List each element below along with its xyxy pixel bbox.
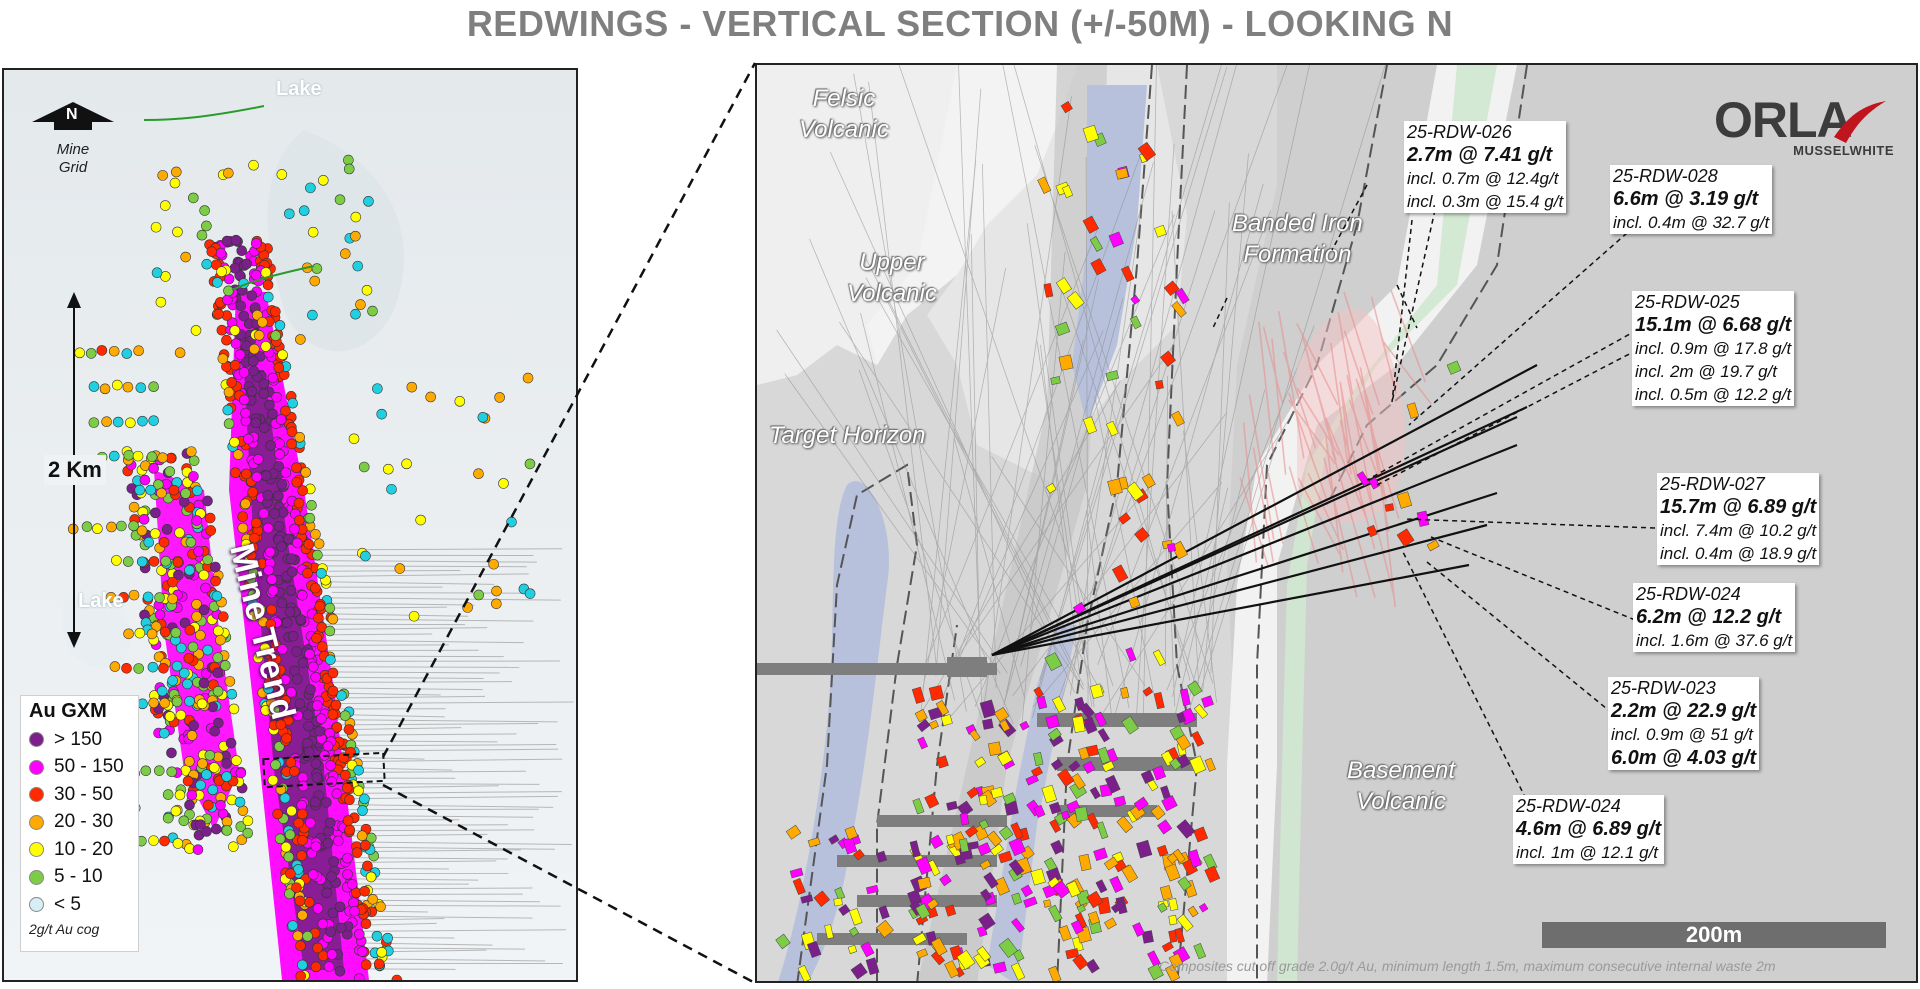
intercept-callout: 25-RDW-027 15.7m @ 6.89 g/t incl. 7.4m @… [1657, 473, 1820, 565]
scale-2km-label: 2 Km [44, 455, 106, 485]
intercept-incl: incl. 2m @ 19.7 g/t [1635, 362, 1777, 381]
section-map[interactable]: Felsic Volcanic Upper Volcanic Target Ho… [755, 63, 1918, 983]
intercept-incl: incl. 0.9m @ 17.8 g/t [1635, 339, 1792, 358]
intercept-callout: 25-RDW-024 6.2m @ 12.2 g/t incl. 1.6m @ … [1633, 583, 1796, 652]
hole-id: 25-RDW-027 [1657, 473, 1820, 495]
legend-label: > 150 [54, 728, 103, 750]
lake-label: Lake [78, 590, 124, 612]
upper-volcanic-label: Upper Volcanic [847, 249, 937, 307]
plan-map[interactable]: N Mine Grid Lake Lake 2 Km Mine Trend Au… [2, 68, 578, 982]
banded-iron-formation-label: Banded Iron Formation [1232, 210, 1363, 268]
legend-label: < 5 [54, 893, 81, 915]
legend-swatch-icon [29, 869, 44, 885]
intercept-incl: incl. 1.6m @ 37.6 g/t [1636, 631, 1793, 650]
legend-swatch-icon [29, 814, 44, 830]
logo-swoosh-icon [1834, 101, 1886, 143]
legend-swatch-icon [29, 897, 44, 913]
legend-item: 10 - 20 [29, 836, 130, 864]
hole-id: 25-RDW-026 [1404, 121, 1567, 143]
intercept-callout: 25-RDW-026 2.7m @ 7.41 g/t incl. 0.7m @ … [1404, 121, 1567, 213]
composites-footnote: Composites cut off grade 2.0g/t Au, mini… [1159, 958, 1776, 974]
orla-musselwhite-logo: ORLA MUSSELWHITE [1714, 91, 1894, 159]
basement-volcanic-label: Basement Volcanic [1347, 757, 1456, 815]
legend-footer: 2g/t Au cog [29, 920, 100, 937]
intercept-callout: 25-RDW-025 15.1m @ 6.68 g/t incl. 0.9m @… [1632, 291, 1795, 406]
hole-id: 25-RDW-024 [1513, 795, 1665, 817]
intercept-main: 15.7m @ 6.89 g/t [1660, 496, 1817, 518]
legend-item: 20 - 30 [29, 809, 130, 837]
hole-id: 25-RDW-023 [1608, 677, 1760, 699]
intercept-main: 4.6m @ 6.89 g/t [1516, 818, 1662, 840]
legend-swatch-icon [29, 732, 44, 748]
hole-id: 25-RDW-024 [1633, 583, 1796, 605]
intercept-callout: 25-RDW-023 2.2m @ 22.9 g/t incl. 0.9m @ … [1608, 677, 1760, 770]
intercept-incl: incl. 0.3m @ 15.4 g/t [1407, 192, 1564, 211]
legend-label: 50 - 150 [54, 756, 124, 778]
legend-title: Au GXM [29, 700, 107, 722]
legend-item: 30 - 50 [29, 781, 130, 809]
north-arrow: N Mine Grid [30, 100, 116, 177]
legend-item: 5 - 10 [29, 864, 130, 892]
intercept-main: 2.2m @ 22.9 g/t [1611, 700, 1757, 722]
logo-wordmark: ORLA [1714, 92, 1853, 148]
legend-swatch-icon [29, 787, 44, 803]
intercept-incl: incl. 7.4m @ 10.2 g/t [1660, 521, 1817, 540]
legend-label: 30 - 50 [54, 783, 114, 805]
intercept-incl: incl. 0.4m @ 32.7 g/t [1613, 213, 1770, 232]
intercept-callout: 25-RDW-028 6.6m @ 3.19 g/t incl. 0.4m @ … [1610, 165, 1773, 234]
legend-swatch-icon [29, 759, 44, 775]
legend-label: 20 - 30 [54, 811, 114, 833]
legend-label: 5 - 10 [54, 866, 103, 888]
intercept-incl: incl. 0.4m @ 18.9 g/t [1660, 544, 1817, 563]
logo-subtitle: MUSSELWHITE [1793, 143, 1894, 158]
intercept-main: 2.7m @ 7.41 g/t [1407, 144, 1553, 166]
page-title: REDWINGS - VERTICAL SECTION (+/-50M) - L… [466, 3, 1454, 44]
intercept-incl: incl. 0.7m @ 12.4g/t [1407, 169, 1559, 188]
lake-label: Lake [276, 78, 322, 100]
target-horizon-label: Target Horizon [769, 422, 926, 449]
intercept-main: 6.6m @ 3.19 g/t [1613, 188, 1759, 210]
intercept-incl: incl. 0.5m @ 12.2 g/t [1635, 385, 1792, 404]
hole-id: 25-RDW-028 [1610, 165, 1773, 187]
felsic-volcanic-label: Felsic Volcanic [799, 85, 889, 143]
intercept-incl: incl. 1m @ 12.1 g/t [1516, 843, 1658, 862]
intercept-main: 6.2m @ 12.2 g/t [1636, 606, 1782, 628]
north-arrow-icon [32, 102, 114, 130]
intercept-incl: incl. 0.9m @ 51 g/t [1611, 725, 1753, 744]
intercept-main-2: 6.0m @ 4.03 g/t [1611, 747, 1757, 769]
mine-grid-label: Mine Grid [56, 141, 90, 176]
legend-item: 50 - 150 [29, 754, 130, 782]
legend-item: < 5 [29, 891, 130, 919]
legend-item: > 150 [29, 726, 130, 754]
legend-swatch-icon [29, 842, 44, 858]
hole-id: 25-RDW-025 [1632, 291, 1795, 313]
intercept-main: 15.1m @ 6.68 g/t [1635, 314, 1792, 336]
intercept-callout: 25-RDW-024 4.6m @ 6.89 g/t incl. 1m @ 12… [1513, 795, 1665, 864]
scale-bar-200m: 200m [1542, 922, 1886, 948]
north-label: N [66, 106, 78, 123]
au-gxm-legend: Au GXM > 150 50 - 150 30 - 50 20 - 30 10 - 2… [20, 695, 139, 952]
legend-label: 10 - 20 [54, 838, 114, 860]
